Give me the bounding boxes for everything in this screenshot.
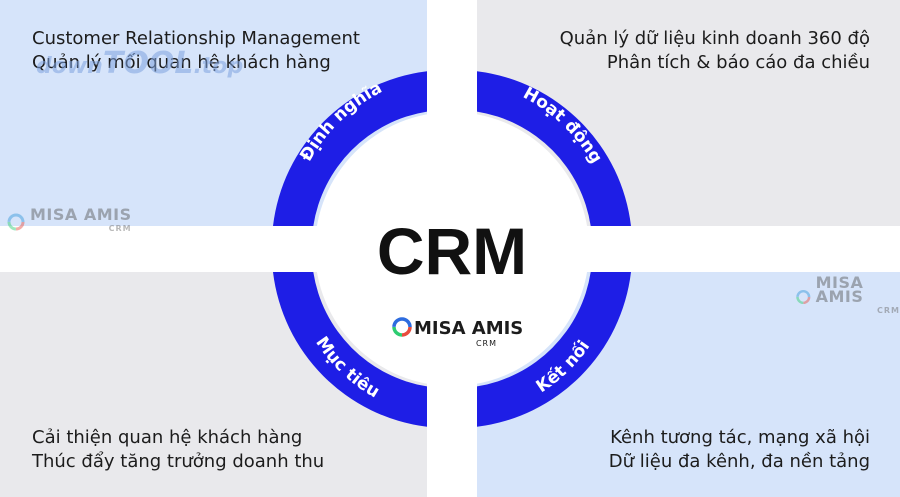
operation-line-1: Quản lý dữ liệu kinh doanh 360 độ [559, 28, 870, 49]
ring [273, 71, 631, 427]
ring-segment-connection [477, 272, 631, 427]
misa-logo-icon [7, 213, 25, 231]
center-title: CRM [377, 214, 527, 288]
ring-segment-definition [273, 71, 427, 226]
goal-line-1: Cải thiện quan hệ khách hàng [32, 427, 303, 448]
center-logo: MISA AMIS CRM [392, 317, 523, 348]
center-circle [315, 112, 589, 386]
connection-line-1: Kênh tương tác, mạng xã hội [610, 427, 870, 448]
center-logo-sub: CRM [476, 339, 497, 348]
definition-line-2: Quản lý mối quan hệ khách hàng [32, 52, 331, 73]
goal-line-2: Thúc đẩy tăng trưởng doanh thu [32, 451, 325, 472]
download-watermark-prefix: down [36, 54, 103, 79]
misa-logo-icon [796, 289, 811, 305]
goal-text: Cải thiện quan hệ khách hàng Thúc đẩy tă… [32, 426, 324, 474]
download-watermark-suffix: .top [193, 54, 244, 79]
ring-segment-operation [477, 71, 631, 226]
connection-line-2: Dữ liệu đa kênh, đa nền tảng [608, 451, 870, 472]
center-logo-name: MISA AMIS [414, 318, 523, 339]
definition-line-1: Customer Relationship Management [32, 28, 360, 49]
download-watermark: downTOOL.top [36, 46, 243, 81]
misa-watermark-name: MISA AMIS [30, 205, 132, 224]
ring-segment-goal [273, 272, 427, 427]
download-watermark-brand: TOOL [102, 46, 194, 81]
connection-text: Kênh tương tác, mạng xã hội Dữ liệu đa k… [609, 426, 870, 474]
misa-logo-icon [392, 317, 412, 337]
misa-watermark-name: MISA AMIS [815, 273, 864, 306]
misa-watermark-sub: CRM [108, 224, 132, 233]
definition-text: Customer Relationship Management Quản lý… [32, 27, 360, 75]
misa-watermark-right: MISA AMIS CRM [795, 273, 900, 318]
operation-text: Quản lý dữ liệu kinh doanh 360 độ Phân t… [560, 27, 870, 75]
misa-watermark-sub: CRM [877, 306, 900, 315]
operation-line-2: Phân tích & báo cáo đa chiều [606, 52, 870, 73]
